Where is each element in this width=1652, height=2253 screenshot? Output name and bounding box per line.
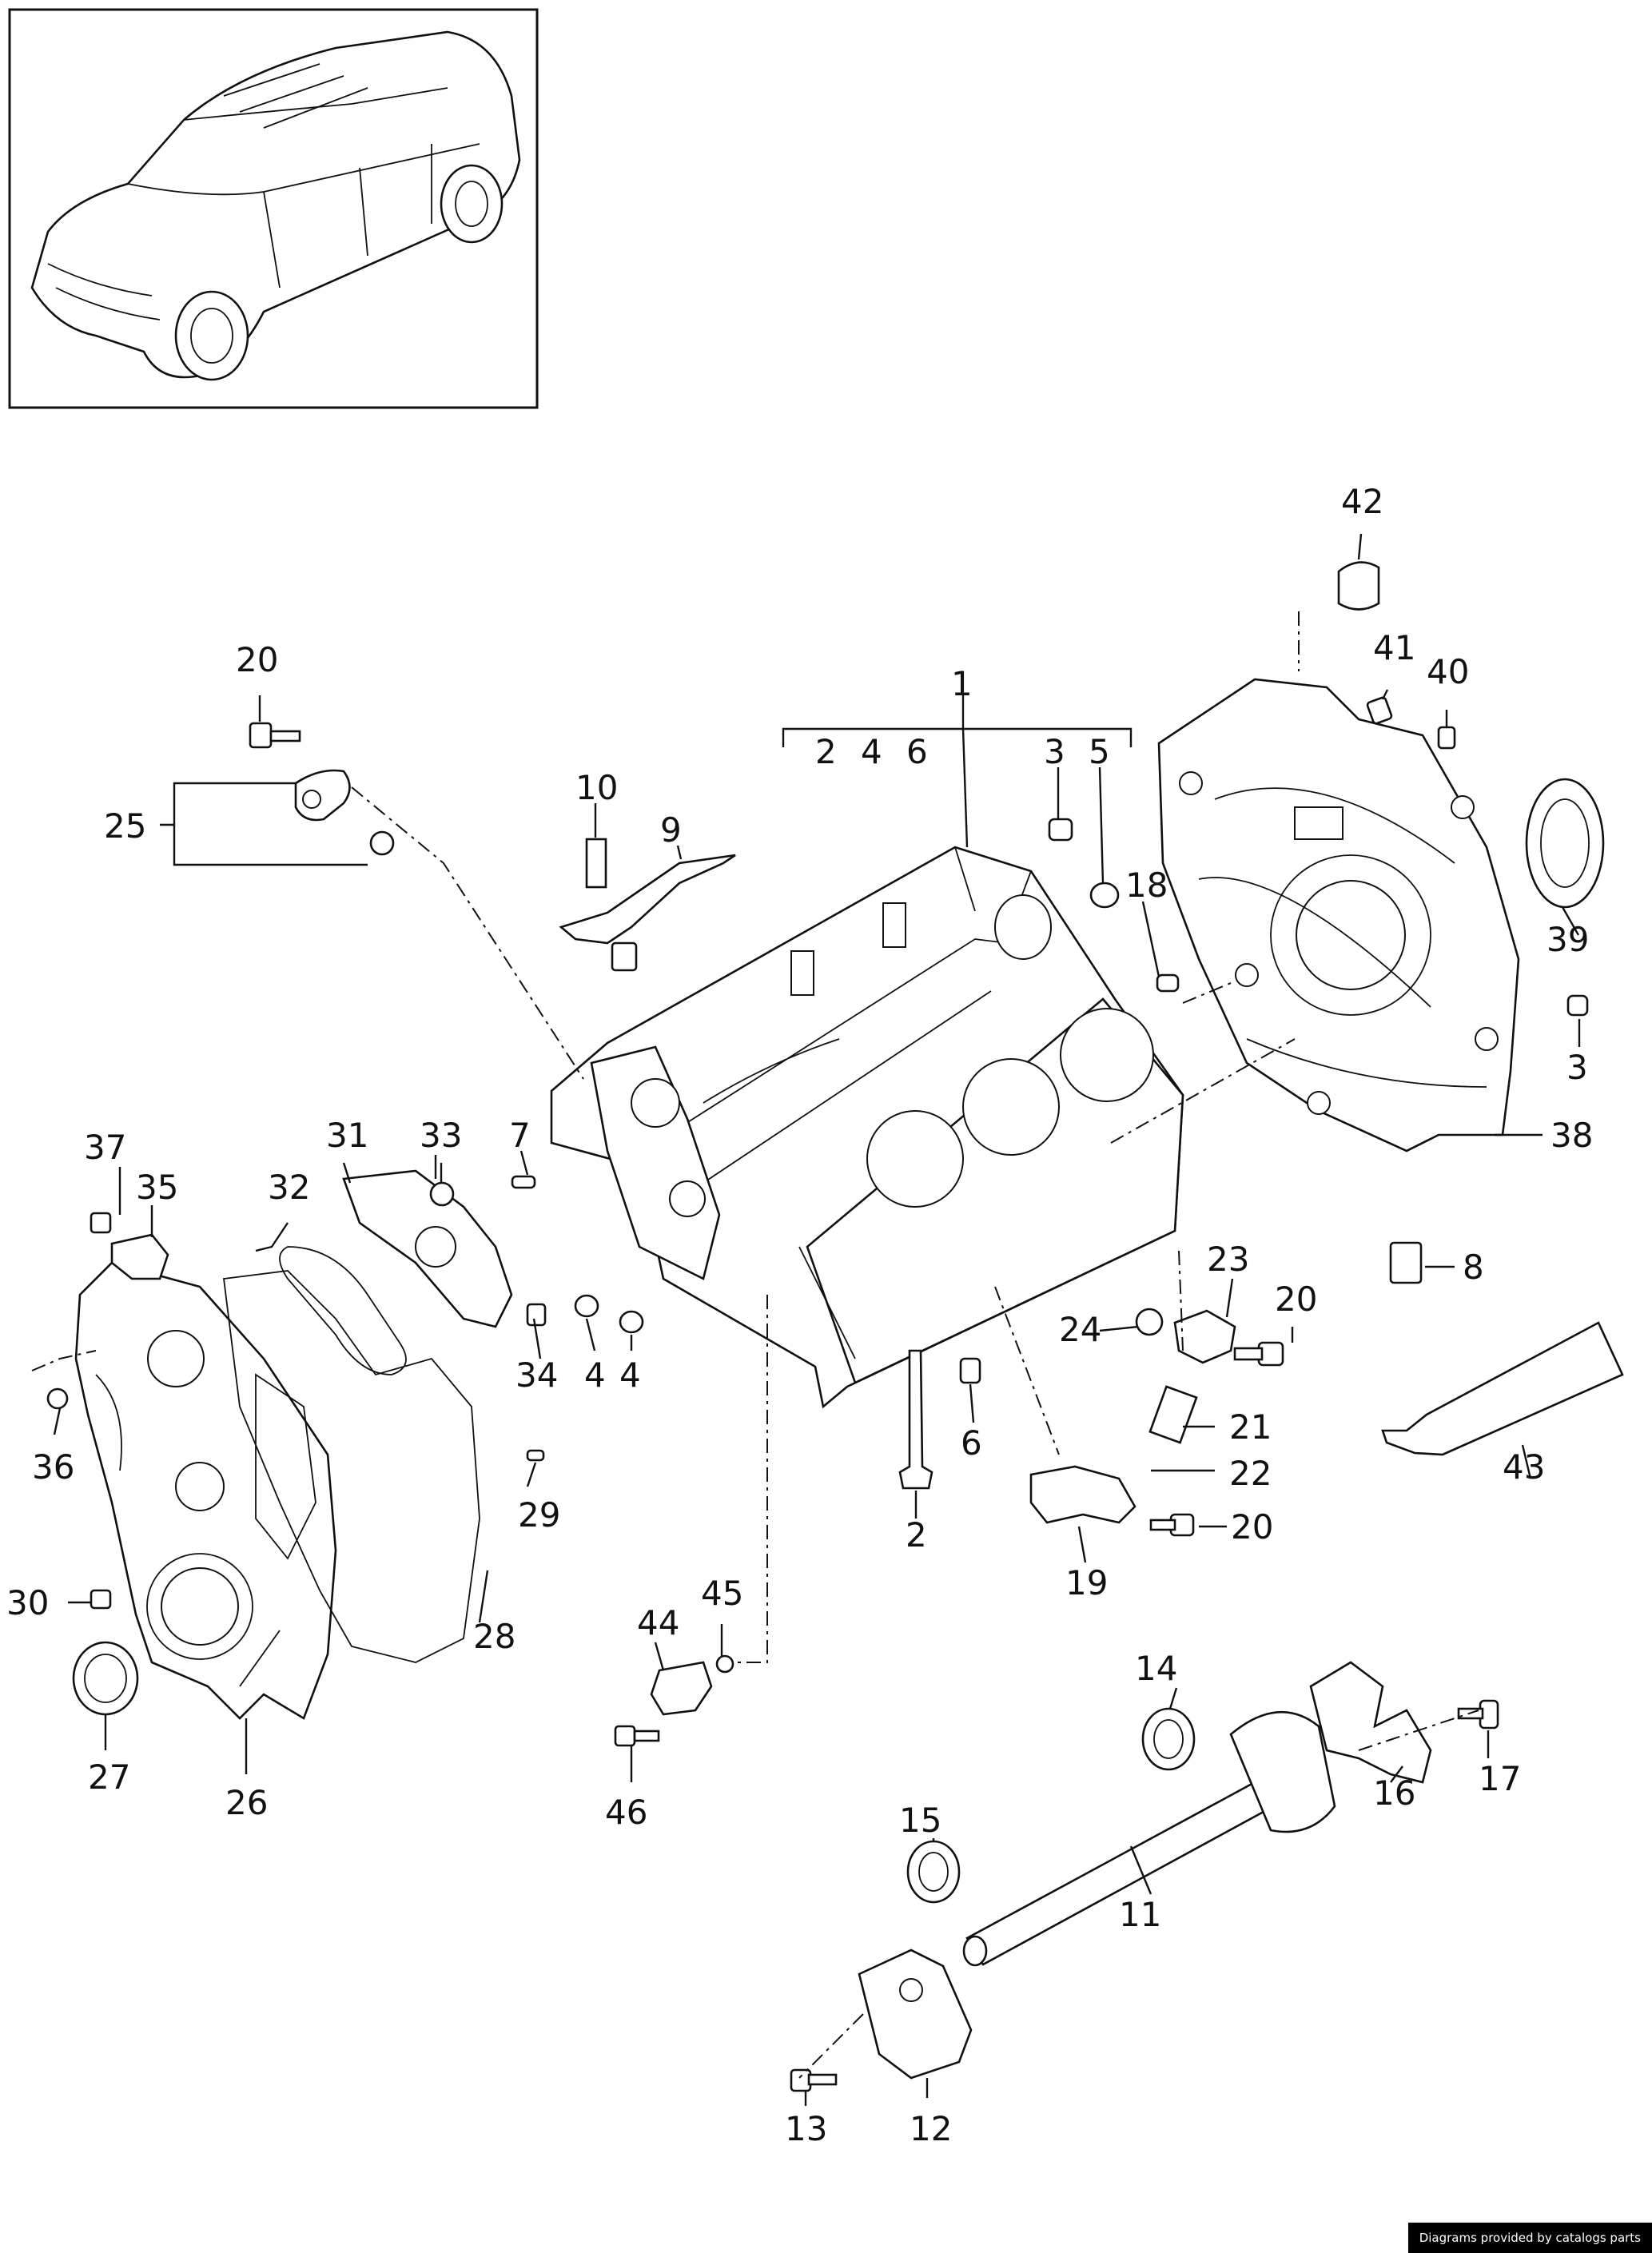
callout-sub-4: 4 [861, 732, 882, 771]
callout-38: 38 [1550, 1116, 1593, 1155]
leader-lines [53, 533, 1581, 2106]
callout-17: 17 [1479, 1759, 1521, 1798]
callout-29: 29 [518, 1495, 560, 1535]
part-21 [1148, 1385, 1198, 1444]
timing-cover [74, 1261, 337, 1720]
callout-24: 24 [1059, 1310, 1101, 1349]
callout-2: 2 [906, 1515, 927, 1554]
sensor-23 [1173, 1309, 1236, 1364]
callout-34: 34 [516, 1355, 558, 1395]
ring-45 [715, 1654, 734, 1674]
sensor-19 [1029, 1465, 1136, 1524]
engine-block [550, 846, 1184, 1409]
bearing-14 [1141, 1707, 1196, 1771]
callout-31: 31 [326, 1116, 368, 1155]
dowel-18 [1156, 973, 1180, 993]
callout-23: 23 [1207, 1240, 1249, 1279]
bolt-2 [898, 1349, 933, 1490]
callout-46: 46 [605, 1793, 647, 1832]
plug-6 [959, 1357, 981, 1384]
callout-12: 12 [910, 2109, 952, 2148]
callout-20c: 20 [1231, 1507, 1273, 1546]
callout-27: 27 [88, 1757, 130, 1797]
callout-sub-6: 6 [906, 732, 928, 771]
callout-33: 33 [420, 1116, 462, 1155]
callout-37: 37 [84, 1128, 126, 1167]
group-bracket-1 [782, 695, 1133, 848]
sensor-44 [650, 1661, 713, 1716]
callout-15: 15 [899, 1801, 941, 1840]
callout-21: 21 [1229, 1407, 1272, 1447]
sealant-tube [1381, 1321, 1624, 1456]
plug-3a [1048, 818, 1073, 842]
callout-39: 39 [1547, 920, 1589, 959]
ring-33 [429, 1181, 455, 1207]
pin-29 [526, 1449, 545, 1462]
callout-20a: 20 [236, 640, 278, 679]
callout-sub-3: 3 [1044, 732, 1065, 771]
plug-3b [1566, 994, 1589, 1017]
seal-27 [72, 1641, 139, 1716]
callout-4a: 4 [584, 1355, 606, 1395]
small-bolts [90, 696, 1499, 2092]
callout-sub-2: 2 [815, 732, 837, 771]
callout-36: 36 [32, 1447, 74, 1487]
timing-gasket [222, 1270, 480, 1663]
callout-44: 44 [637, 1603, 679, 1642]
callout-9: 9 [660, 810, 682, 850]
callout-sub-5: 5 [1089, 732, 1110, 771]
callout-20b: 20 [1275, 1280, 1317, 1319]
credit-badge: Diagrams provided by catalogs parts [1407, 2223, 1652, 2253]
ring-4a [574, 1294, 599, 1318]
seal-39 [1525, 778, 1605, 909]
callout-13: 13 [785, 2109, 827, 2148]
callout-16: 16 [1373, 1773, 1415, 1813]
seal-ring [279, 1246, 407, 1375]
callout-32: 32 [268, 1168, 310, 1207]
callout-26: 26 [225, 1783, 268, 1822]
callout-30: 30 [6, 1583, 49, 1622]
callout-19: 19 [1065, 1563, 1108, 1602]
callout-28: 28 [473, 1617, 516, 1656]
bearing-block [858, 1948, 973, 2080]
bolt-10 [585, 838, 607, 889]
ring-24 [1135, 1308, 1164, 1336]
pin-7 [511, 1175, 536, 1189]
callout-42: 42 [1341, 482, 1383, 521]
intermediate-shaft [962, 1661, 1432, 1967]
callout-43: 43 [1503, 1447, 1545, 1487]
callout-7: 7 [509, 1116, 531, 1155]
callout-6: 6 [961, 1423, 982, 1463]
oil-jet [559, 854, 736, 945]
callout-11: 11 [1119, 1895, 1161, 1934]
assembly-lines [31, 611, 1479, 2079]
callout-14: 14 [1135, 1649, 1177, 1688]
callout-1: 1 [951, 664, 973, 703]
group-bracket-25 [160, 782, 368, 866]
callout-8: 8 [1463, 1248, 1484, 1287]
callout-4b: 4 [619, 1355, 641, 1395]
callout-40: 40 [1427, 652, 1469, 691]
cap-42 [1337, 561, 1380, 611]
ring-4b [619, 1310, 644, 1334]
rear-cover [1157, 678, 1520, 1152]
callout-35: 35 [136, 1168, 178, 1207]
plug-5 [1089, 882, 1120, 909]
callout-22: 22 [1229, 1454, 1272, 1493]
callout-41: 41 [1373, 628, 1415, 667]
ring-36 [46, 1387, 69, 1410]
bearing-15 [906, 1840, 961, 1904]
vehicle-thumbnail [8, 8, 539, 409]
callout-25: 25 [104, 806, 146, 846]
callout-45: 45 [701, 1574, 743, 1613]
connector-8 [1389, 1241, 1423, 1284]
callout-labels: 1 2 4 6 3 5 2 3 4 4 6 7 8 9 10 11 12 13 … [6, 482, 1593, 2148]
callout-18: 18 [1125, 866, 1168, 905]
callout-10: 10 [575, 768, 618, 807]
callout-3b: 3 [1566, 1048, 1588, 1087]
